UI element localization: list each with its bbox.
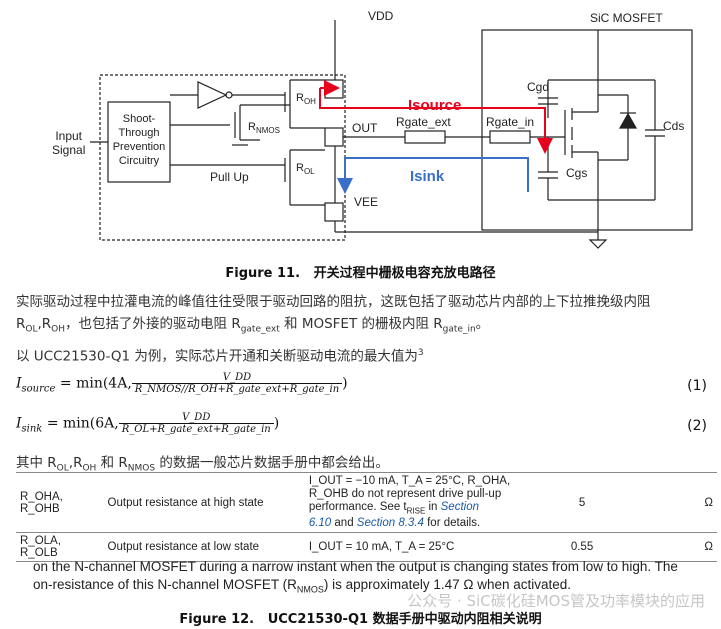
isink-path	[337, 157, 529, 194]
cgs-label: Cgs	[566, 166, 588, 180]
buffer-triangle	[197, 81, 228, 109]
vdd-label: VDD	[368, 9, 394, 23]
ground-symbol	[588, 239, 608, 249]
desc-cell: Output resistance at high state	[103, 471, 305, 534]
input-signal-label: Input Signal	[52, 129, 86, 157]
param-cell: R_OLA, R_OLB	[16, 532, 104, 563]
cgd-label: Cgd	[527, 80, 550, 94]
rnmos-label: RNMOS	[248, 121, 280, 136]
figure12-caption: Figure 12. UCC21530-Q1 数据手册中驱动内阻相关说明	[179, 612, 542, 627]
datasheet-spec-table: R_OHA, R_OHB Output resistance at high s…	[16, 471, 717, 563]
shoot-through-label: Shoot- Through Prevention Circuitry	[112, 113, 166, 167]
unit-cell: Ω	[700, 532, 717, 563]
gate-drive-circuit-diagram	[90, 20, 693, 249]
rol-label: ROL	[296, 162, 315, 177]
watermark: 公众号 · SiC碳化硅MOS管及功率模块的应用	[407, 592, 705, 610]
typ-cell: 5	[530, 471, 634, 534]
rgate-in-resistor	[489, 130, 531, 144]
unit-cell: Ω	[700, 471, 717, 534]
desc-cell: Output resistance at low state	[103, 532, 305, 563]
cond-cell: I_OUT = −10 mA, T_A = 25°C, R_OHA, R_OHB…	[304, 471, 531, 534]
table-row: R_OLA, R_OLB Output resistance at low st…	[16, 532, 717, 563]
equation-1-number: (1)	[687, 378, 707, 394]
sic-mosfet-boundary	[481, 29, 693, 231]
rgate-ext-resistor	[404, 130, 446, 144]
paragraph-2: 以 UCC21530-Q1 为例，实际芯片开通和关断驱动电流的最大值为3	[16, 348, 424, 365]
equation-2-number: (2)	[687, 418, 707, 434]
typ-cell: 0.55	[530, 532, 634, 563]
cds-label: Cds	[663, 119, 685, 133]
pull-up-label: Pull Up	[210, 170, 249, 184]
figure11-caption: Figure 11. 开关过程中栅极电容充放电路径	[225, 266, 496, 281]
vee-pin	[324, 202, 344, 222]
section-link[interactable]: Section	[440, 501, 479, 513]
rgate-ext-label: Rgate_ext	[396, 115, 451, 129]
paragraph-1: 实际驱动过程中拉灌电流的峰值往往受限于驱动回路的阻抗，这既包括了驱动芯片内部的上…	[16, 294, 651, 335]
sic-mosfet-label: SiC MOSFET	[590, 11, 663, 25]
isource-label: Isource	[408, 97, 462, 114]
rgate-in-label: Rgate_in	[486, 115, 535, 129]
body-diode	[618, 112, 638, 129]
vee-label: VEE	[354, 195, 379, 209]
excerpt-line-2: on-resistance of this N-channel MOSFET (…	[33, 577, 572, 595]
out-pin	[324, 127, 344, 147]
section-6-10-link[interactable]: 6.10	[308, 517, 332, 530]
table-row: R_OHA, R_OHB Output resistance at high s…	[16, 471, 717, 534]
roh-label: ROH	[296, 92, 316, 107]
excerpt-line-1: on the N-channel MOSFET during a narrow …	[33, 559, 678, 574]
isource-path	[319, 80, 553, 154]
param-cell: R_OHA, R_OHB	[16, 471, 104, 534]
out-label: OUT	[352, 121, 378, 135]
shoot-through-box	[107, 101, 171, 183]
cond-cell: I_OUT = 10 mA, T_A = 25°C	[304, 532, 531, 563]
paragraph-3: 其中 ROL,ROH 和 RNMOS 的数据一般芯片数据手册中都会给出。	[16, 455, 389, 474]
section-8-3-4-link[interactable]: Section 8.3.4	[356, 517, 424, 530]
isink-label: Isink	[410, 168, 445, 185]
